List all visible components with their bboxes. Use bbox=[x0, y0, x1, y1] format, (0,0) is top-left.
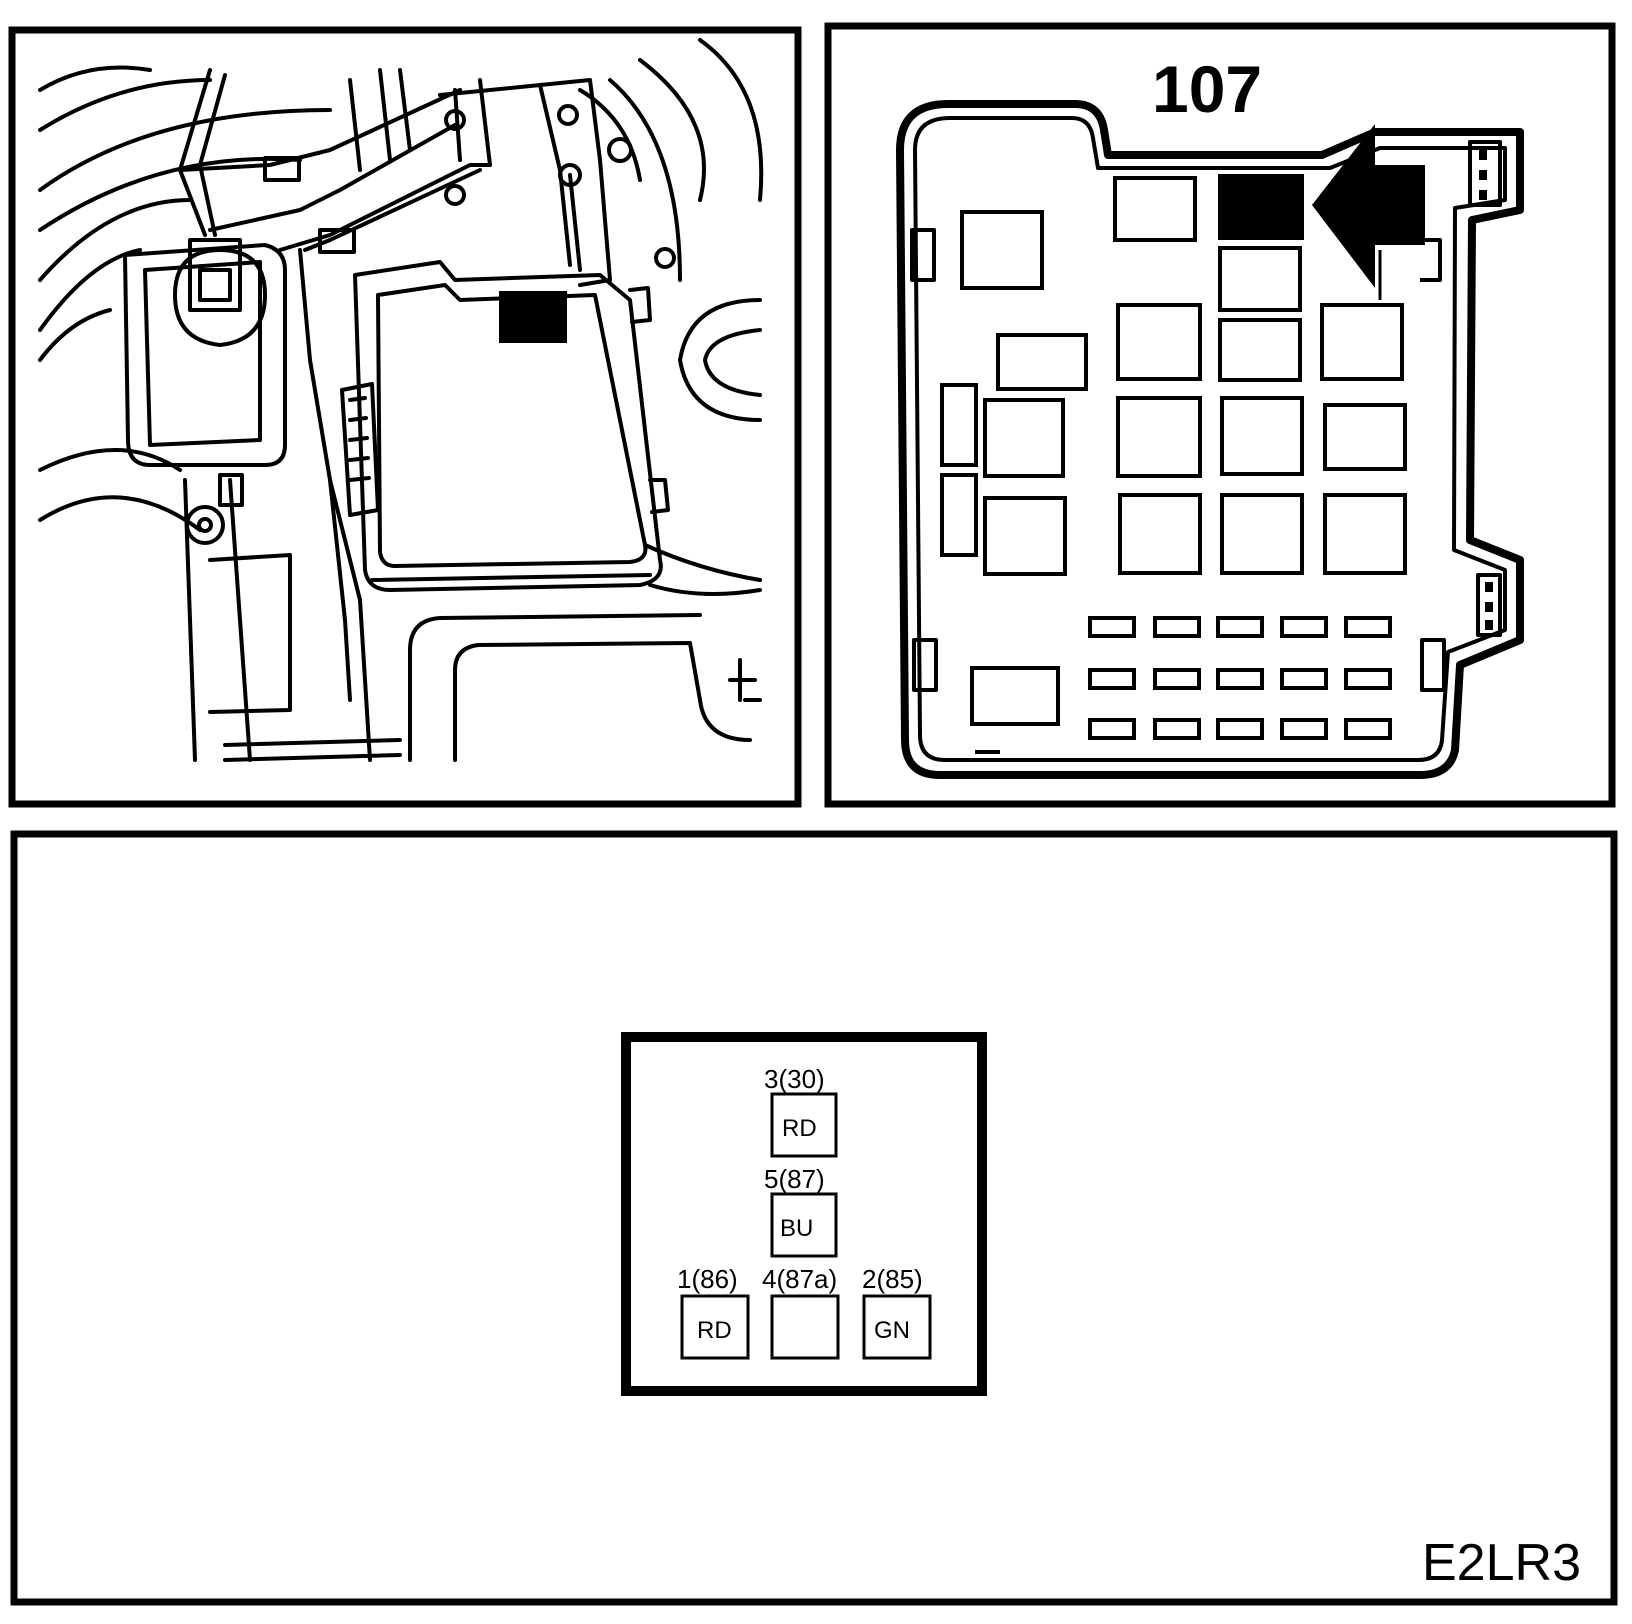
pin-wire-color: RD bbox=[782, 1115, 817, 1142]
fuse-box-panel: 107 bbox=[824, 22, 1616, 808]
fuse-box-number: 107 bbox=[1152, 52, 1262, 126]
fuse-box-connector-pins bbox=[1479, 150, 1493, 630]
pin-2: 2(85) GN bbox=[862, 1264, 932, 1360]
engine-bay-drawing bbox=[38, 38, 764, 762]
fuse-slots bbox=[1088, 616, 1392, 740]
connector-panel: 3(30) RD 5(87) BU 1(86) RD 4(87a) 2(85) … bbox=[10, 830, 1618, 1606]
highlighted-relay bbox=[1218, 174, 1304, 240]
relay-location-marker bbox=[499, 291, 567, 343]
pin-number: 4(87a) bbox=[762, 1264, 837, 1294]
pin-wire-color: BU bbox=[780, 1215, 813, 1242]
pin-1: 1(86) RD bbox=[677, 1264, 750, 1360]
pin-5: 5(87) BU bbox=[764, 1164, 838, 1258]
pin-number: 5(87) bbox=[764, 1164, 825, 1194]
pin-number: 1(86) bbox=[677, 1264, 738, 1294]
pin-number: 2(85) bbox=[862, 1264, 923, 1294]
pin-3: 3(30) RD bbox=[764, 1064, 838, 1158]
pin-wire-color: RD bbox=[697, 1317, 732, 1344]
arrow-icon bbox=[1312, 124, 1425, 288]
pin-number: 3(30) bbox=[764, 1064, 825, 1094]
fuse-box-outline bbox=[896, 100, 1524, 779]
engine-bay-panel bbox=[8, 26, 802, 808]
relay-slots bbox=[940, 176, 1407, 726]
pin-wire-color: GN bbox=[874, 1317, 910, 1344]
figure-code: E2LR3 bbox=[1422, 1534, 1581, 1592]
pin-4: 4(87a) bbox=[762, 1264, 840, 1360]
